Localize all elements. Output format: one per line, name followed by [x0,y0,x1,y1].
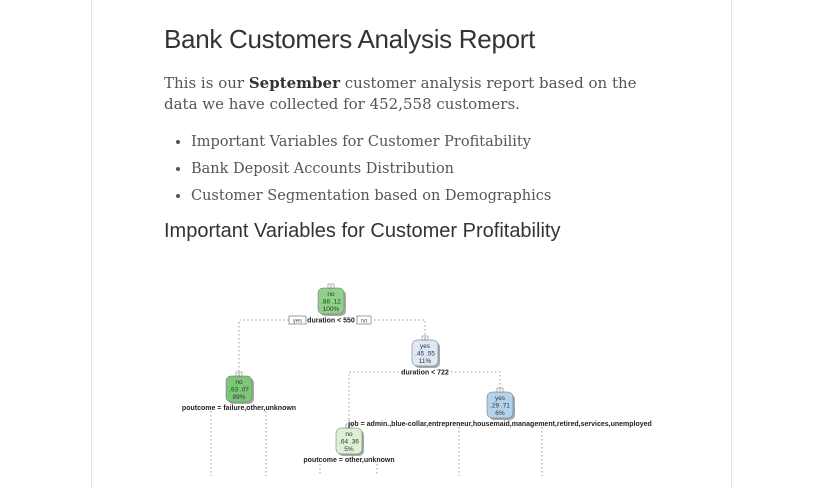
split-label: poutcome = failure,other,unknown [182,405,296,412]
intro-text: This is our [164,74,249,92]
split-label: duration < 550 [307,318,355,325]
intro-text-end: customer analysis report based on the da… [164,74,637,113]
node-id: 1 [330,284,332,288]
report-card [91,0,732,488]
no-branch-box [356,315,372,325]
node-class: yes [420,343,431,350]
no-branch-label: no [361,319,368,325]
tree-node: 7 yes.29 .716% [486,387,515,420]
node-class: no [345,431,353,438]
node-id: 6 [348,424,350,428]
node-probs: .93 .07 [229,387,249,394]
node-percent: 89% [232,394,245,401]
node-percent: 5% [344,446,354,453]
list-item: Important Variables for Customer Profita… [191,129,551,156]
node-probs: .45 .55 [415,351,435,358]
intro-paragraph: This is our September customer analysis … [164,73,644,115]
node-percent: 100% [323,306,340,313]
node-percent: 11% [419,358,432,365]
node-id: 7 [499,388,501,392]
node-percent: 6% [495,410,505,417]
node-probs: .88 .12 [321,299,341,306]
intro-month: September [248,74,340,92]
node-class: no [235,379,243,386]
node-probs: .64 .36 [339,439,359,446]
node-probs: .29 .71 [490,403,510,410]
split-label: poutcome = other,unknown [303,457,394,464]
node-class: yes [495,395,506,402]
list-item: Customer Segmentation based on Demograph… [191,183,551,210]
report-contents-list: Important Variables for Customer Profita… [164,129,551,210]
list-item: Bank Deposit Accounts Distribution [191,156,551,183]
split-label: duration < 722 [401,370,449,377]
yes-branch-label: yes [293,319,302,325]
node-id: 2 [238,372,240,376]
page-title: Bank Customers Analysis Report [164,24,536,54]
node-id: 3 [424,336,426,340]
node-class: no [327,291,335,298]
tree-node: 6 no.64 .365% [335,423,364,456]
split-label: job = admin.,blue-collar,entrepreneur,ho… [347,421,652,428]
section-title: Important Variables for Customer Profita… [164,220,561,242]
yes-branch-box [288,315,307,325]
